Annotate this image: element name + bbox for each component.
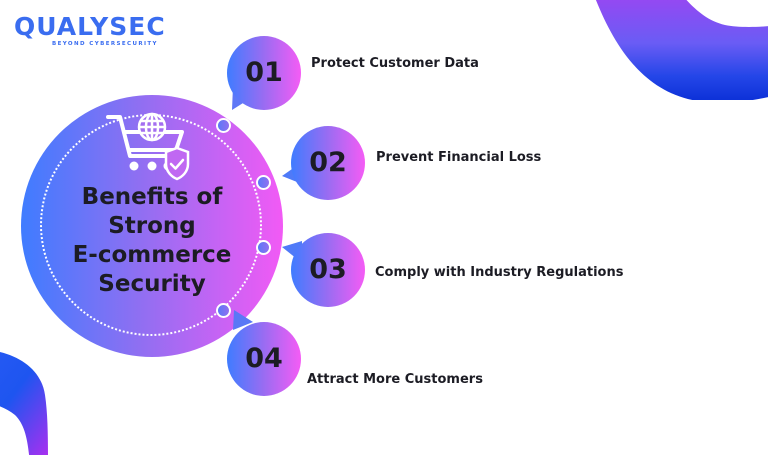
step-label-02: Prevent Financial Loss: [376, 150, 542, 165]
step-bubble-02: 02: [282, 126, 365, 200]
ring-knob-2: [256, 175, 271, 190]
step-number: 01: [245, 57, 283, 88]
step-label-01: Protect Customer Data: [311, 56, 479, 71]
step-number: 04: [245, 343, 283, 374]
logo-name: QUALYSEC: [14, 12, 166, 41]
step-bubble-01: 01: [227, 36, 301, 110]
step-label-03: Comply with Industry Regulations: [375, 265, 624, 280]
qualysec-logo: QUALYSEC BEYOND CYBERSECURITY: [14, 12, 166, 48]
center-title: Benefits of Strong E-commerce Security: [40, 183, 264, 299]
decorative-ribbon-bottom-left: [0, 352, 48, 455]
ring-knob-1: [216, 118, 231, 133]
title-line-1: Benefits of: [81, 184, 223, 210]
title-line-3: E-commerce: [72, 242, 232, 268]
ring-knob-4: [216, 303, 231, 318]
ring-knob-3: [256, 240, 271, 255]
decorative-ribbon-top-right: [595, 0, 768, 100]
title-line-2: Strong: [108, 213, 196, 239]
step-bubble-04: 04: [227, 310, 301, 396]
step-number: 02: [309, 147, 347, 178]
logo-tagline: BEYOND CYBERSECURITY: [52, 41, 158, 47]
step-number: 03: [309, 254, 347, 285]
step-label-04: Attract More Customers: [307, 372, 483, 387]
title-line-4: Security: [98, 271, 206, 297]
shopping-cart-globe-shield-icon: [106, 112, 190, 181]
step-bubble-03: 03: [282, 233, 365, 307]
